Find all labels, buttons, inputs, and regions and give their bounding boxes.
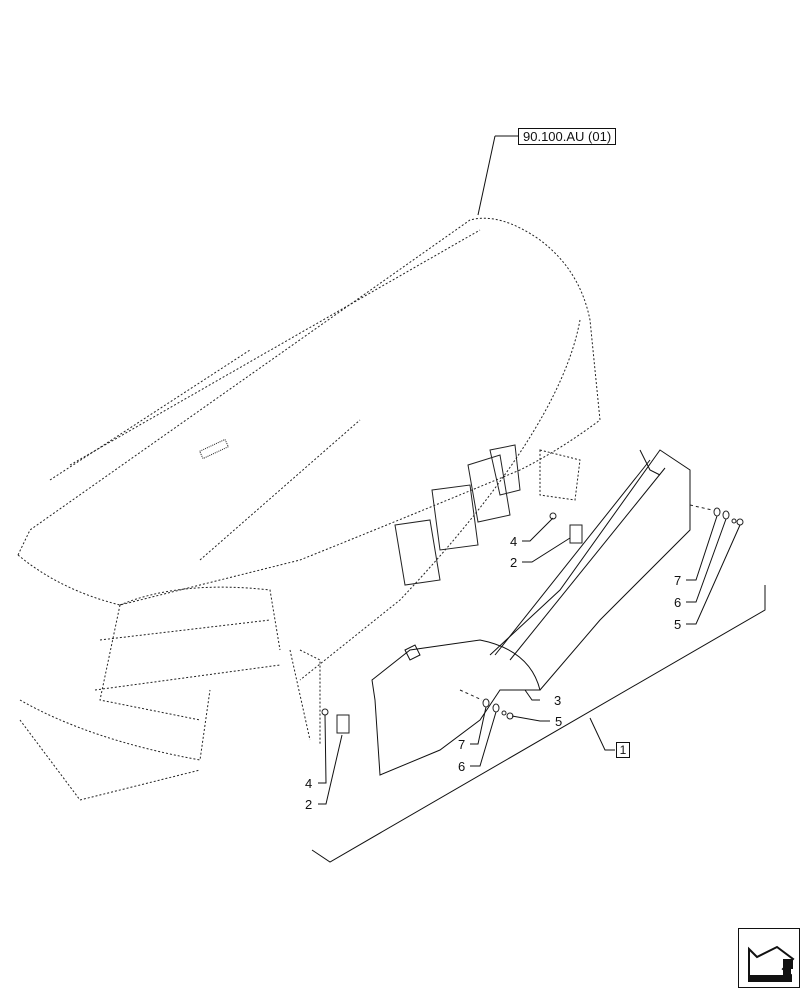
part-callout-5[interactable]: 5 bbox=[555, 714, 563, 729]
part-callout-6[interactable]: 6 bbox=[674, 595, 682, 610]
part-callout-4[interactable]: 4 bbox=[510, 534, 518, 549]
part-callout-2[interactable]: 2 bbox=[510, 555, 518, 570]
part-callout-3[interactable]: 3 bbox=[554, 693, 562, 708]
bracket-left bbox=[321, 708, 350, 734]
hardware-lower bbox=[459, 689, 514, 720]
leader-lines bbox=[311, 135, 766, 863]
hood-outline bbox=[17, 217, 601, 801]
part-callout-5[interactable]: 5 bbox=[674, 617, 682, 632]
assembly-callout[interactable]: 1 bbox=[616, 742, 630, 758]
navigation-button[interactable] bbox=[738, 928, 800, 988]
arrow-left-down-icon bbox=[748, 945, 795, 982]
part-callout-4[interactable]: 4 bbox=[305, 776, 313, 791]
part-callout-6[interactable]: 6 bbox=[458, 759, 466, 774]
reference-label[interactable]: 90.100.AU (01) bbox=[518, 128, 617, 145]
hood-badge bbox=[198, 438, 230, 460]
bracket-right bbox=[549, 512, 583, 544]
part-callout-7[interactable]: 7 bbox=[458, 737, 466, 752]
part-callout-7[interactable]: 7 bbox=[674, 573, 682, 588]
hardware-right bbox=[689, 504, 744, 526]
vent-louvers bbox=[394, 444, 521, 586]
part-callout-2[interactable]: 2 bbox=[305, 797, 313, 812]
fender-panel bbox=[371, 449, 691, 776]
